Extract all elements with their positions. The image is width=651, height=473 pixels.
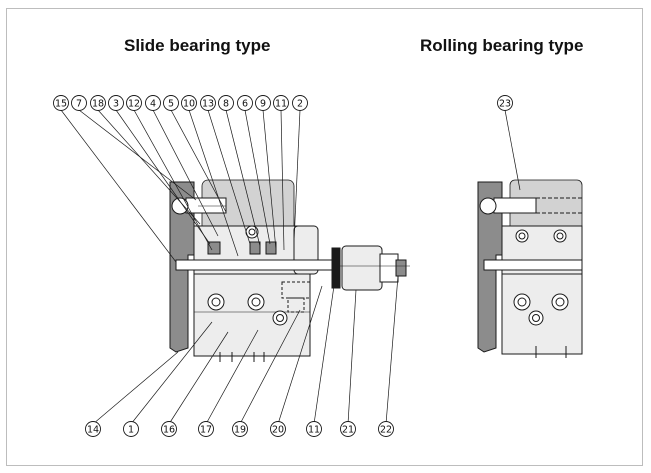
- callout-circle: [163, 95, 179, 111]
- part-number-label: 13: [202, 98, 214, 109]
- part-number-label: 15: [55, 98, 67, 109]
- part-callout-top-1: 7: [71, 95, 87, 111]
- part-callout-top-6: 5: [163, 95, 179, 111]
- callout-circle: [497, 95, 513, 111]
- callout-circle: [123, 421, 139, 437]
- callout-circle: [126, 95, 142, 111]
- part-number-label: 8: [223, 98, 229, 109]
- callout-circle: [53, 95, 69, 111]
- part-number-label: 1: [128, 424, 134, 435]
- part-number-label: 23: [499, 98, 511, 109]
- part-callout-top-9: 8: [218, 95, 234, 111]
- callout-circle: [85, 421, 101, 437]
- part-number-label: 6: [242, 98, 248, 109]
- part-number-label: 4: [150, 98, 156, 109]
- callout-circle: [145, 95, 161, 111]
- callout-circle: [218, 95, 234, 111]
- callout-circle: [237, 95, 253, 111]
- callout-circle: [108, 95, 124, 111]
- part-number-label: 11: [308, 424, 320, 435]
- part-callout-top-13: 2: [292, 95, 308, 111]
- callout-circle: [200, 95, 216, 111]
- part-callout-bottom-4: 19: [232, 421, 248, 437]
- part-number-label: 19: [234, 424, 246, 435]
- part-number-label: 22: [380, 424, 392, 435]
- part-callout-bottom-7: 21: [340, 421, 356, 437]
- nut: [395, 259, 407, 277]
- part-callout-bottom-6: 11: [306, 421, 322, 437]
- callout-circle: [270, 421, 286, 437]
- part-number-label: 11: [275, 98, 287, 109]
- callout-circle: [181, 95, 197, 111]
- part-number-label: 9: [260, 98, 266, 109]
- part-callout-top-2: 18: [90, 95, 106, 111]
- part-callout-bottom-0: 14: [85, 421, 101, 437]
- callout-circle: [378, 421, 394, 437]
- part-callout-top-5: 4: [145, 95, 161, 111]
- part-callout-top-11: 9: [255, 95, 271, 111]
- rod-end: [331, 247, 341, 289]
- callout-circle: [90, 95, 106, 111]
- callout-circle: [306, 421, 322, 437]
- part-number-label: 3: [113, 98, 119, 109]
- rolling-bearing-drawing: [477, 179, 583, 358]
- part-callout-top-7: 10: [181, 95, 197, 111]
- callout-circle: [71, 95, 87, 111]
- callout-circle: [198, 421, 214, 437]
- part-callout-top-0: 15: [53, 95, 69, 111]
- part-callout-top-8: 13: [200, 95, 216, 111]
- part-callout-top-4: 12: [126, 95, 142, 111]
- part-callout-bottom-2: 16: [161, 421, 177, 437]
- callout-circle: [273, 95, 289, 111]
- part-callout-bottom-1: 1: [123, 421, 139, 437]
- callout-circle: [292, 95, 308, 111]
- leader-lines: [60, 109, 521, 425]
- slide-bearing-heading: Slide bearing type: [124, 36, 271, 55]
- part-callout-bottom-3: 17: [198, 421, 214, 437]
- part-callout-top-12: 11: [273, 95, 289, 111]
- rolling-body: [501, 225, 583, 355]
- part-number-label: 12: [128, 98, 140, 109]
- part-number-label: 17: [200, 424, 212, 435]
- rod-boss: [341, 245, 383, 291]
- part-number-label: 21: [342, 424, 354, 435]
- part-number-label: 7: [76, 98, 82, 109]
- callout-circle: [340, 421, 356, 437]
- part-callout-bottom-5: 20: [270, 421, 286, 437]
- part-callout-top-3: 3: [108, 95, 124, 111]
- callout-circle: [232, 421, 248, 437]
- callout-circle: [161, 421, 177, 437]
- piston-rod: [175, 259, 337, 271]
- bolt-heads: [207, 225, 288, 326]
- part-number-label: 18: [92, 98, 104, 109]
- slide-bearing-drawing: [169, 179, 410, 362]
- rolling-bearing-heading: Rolling bearing type: [420, 36, 584, 55]
- part-number-label: 16: [163, 424, 175, 435]
- part-number-label: 10: [183, 98, 195, 109]
- part-callout-rolling-0: 23: [497, 95, 513, 111]
- part-number-label: 2: [297, 98, 303, 109]
- part-callout-top-10: 6: [237, 95, 253, 111]
- part-number-label: 5: [168, 98, 174, 109]
- part-number-label: 20: [272, 424, 284, 435]
- part-number-label: 14: [87, 424, 99, 435]
- part-callout-bottom-8: 22: [378, 421, 394, 437]
- callout-circle: [255, 95, 271, 111]
- diagram-frame: [6, 8, 643, 466]
- part-callouts: 15 7 18 3 12 4 5 10 13 8 6 9 11 2 14 1 16 17 19 20 11 21 22 23: [53, 95, 513, 437]
